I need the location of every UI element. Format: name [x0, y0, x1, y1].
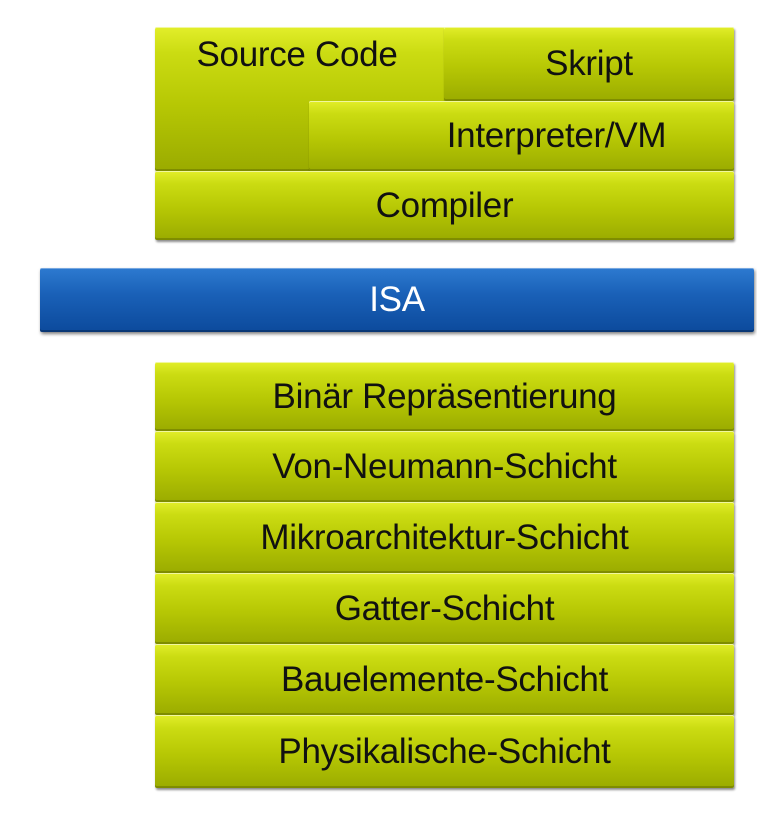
source-code-block: Source Code [155, 27, 445, 171]
skript-block: Skript [444, 27, 734, 101]
layer-von-neumann: Von-Neumann-Schicht [155, 431, 734, 502]
compiler-label: Compiler [375, 185, 514, 225]
layer-label: Mikroarchitektur-Schicht [260, 517, 629, 557]
isa-bar: ISA [40, 268, 754, 332]
layer-physikalische: Physikalische-Schicht [155, 715, 734, 788]
interpreter-vm-block: Interpreter/VM [309, 101, 734, 171]
interpreter-vm-label: Interpreter/VM [446, 116, 667, 155]
layer-label: Binär Repräsentierung [272, 376, 617, 416]
layer-mikroarchitektur: Mikroarchitektur-Schicht [155, 502, 734, 573]
source-code-label: Source Code [196, 35, 398, 74]
skript-label: Skript [545, 44, 633, 83]
isa-label: ISA [369, 280, 425, 319]
layer-label: Bauelemente-Schicht [281, 659, 608, 699]
layer-label: Gatter-Schicht [334, 588, 555, 628]
layer-bauelemente: Bauelemente-Schicht [155, 644, 734, 715]
layer-binaer-repraesentierung: Binär Repräsentierung [155, 362, 734, 431]
layer-label: Von-Neumann-Schicht [272, 446, 617, 486]
layer-label: Physikalische-Schicht [278, 731, 611, 771]
compiler-block: Compiler [155, 171, 734, 240]
layer-gatter: Gatter-Schicht [155, 573, 734, 644]
